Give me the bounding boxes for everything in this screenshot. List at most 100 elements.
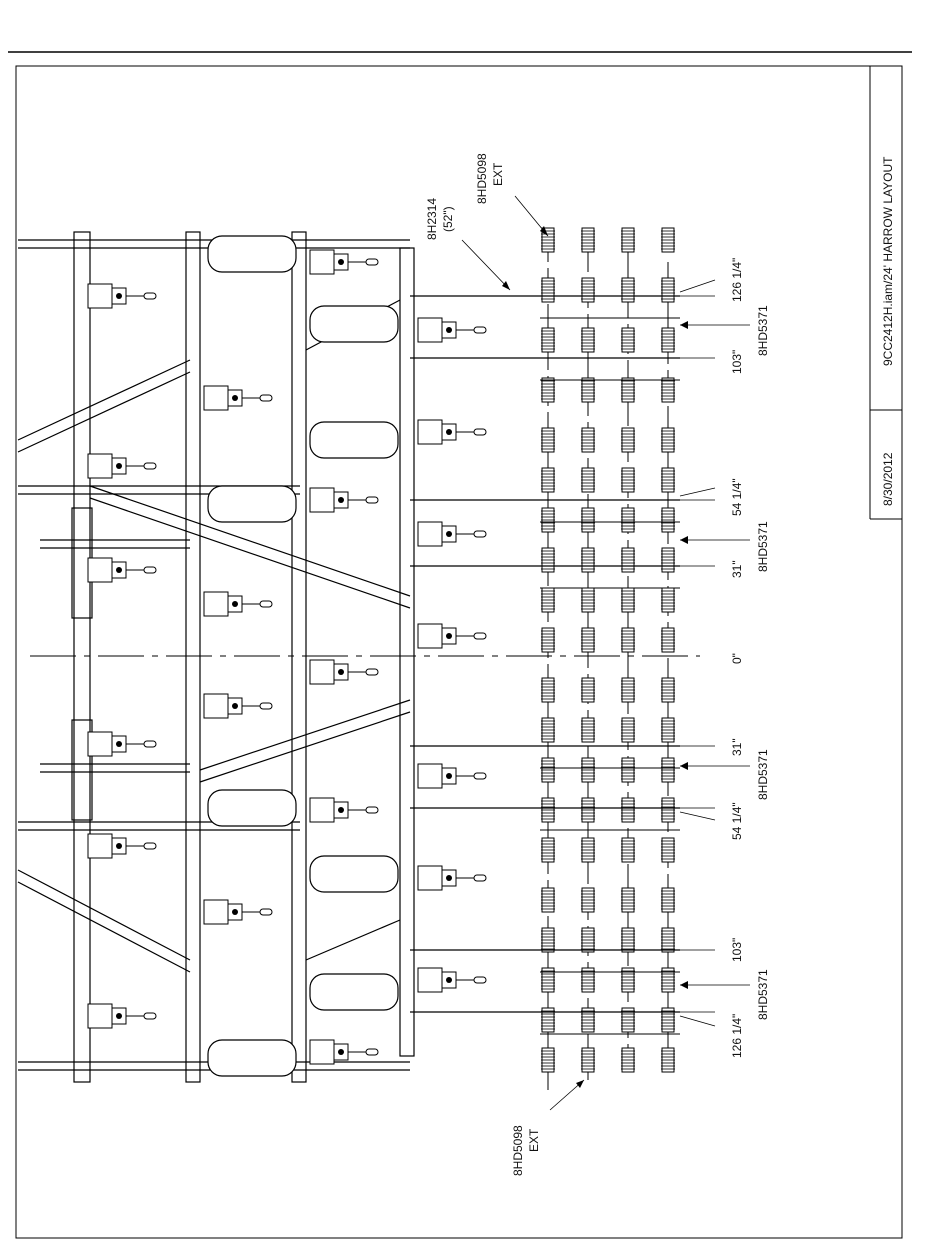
harrow-tine	[661, 328, 675, 352]
tine-size-top: (52")	[441, 206, 455, 232]
harrow-tine	[581, 928, 595, 952]
harrow-tine	[541, 838, 555, 862]
harrow-tine	[621, 1048, 635, 1072]
dimension-31-bottom: 31"	[730, 738, 744, 756]
wheel-2	[310, 306, 398, 342]
harrow-tine	[581, 228, 595, 252]
harrow-tine	[621, 718, 635, 742]
harrow-tine	[621, 548, 635, 572]
shank-unit	[88, 454, 156, 478]
harrow-tine	[541, 888, 555, 912]
shank-unit	[310, 798, 378, 822]
harrow-tine	[621, 278, 635, 302]
harrow-tine	[581, 798, 595, 822]
harrow-tine	[661, 798, 675, 822]
shank-unit	[88, 1004, 156, 1028]
leader-arrowheads	[502, 226, 688, 1088]
harrow-tine	[541, 548, 555, 572]
harrow-tine	[541, 328, 555, 352]
dimension-126-bottom: 126 1/4"	[730, 1014, 744, 1058]
harrow-tine	[541, 278, 555, 302]
harrow-tine	[581, 378, 595, 402]
shank-unit	[88, 732, 156, 756]
harrow-tine	[661, 1048, 675, 1072]
shank-unit	[418, 968, 486, 992]
harrow-tine	[661, 508, 675, 532]
harrow-tine	[621, 678, 635, 702]
harrow-tine	[541, 628, 555, 652]
harrow-tine	[621, 378, 635, 402]
part-ext-top: 8HD5098	[475, 153, 489, 204]
wheel-5	[208, 790, 296, 826]
harrow-tine	[581, 548, 595, 572]
harrow-tine	[661, 468, 675, 492]
harrow-tine	[541, 678, 555, 702]
harrow-tine	[581, 758, 595, 782]
harrow-tine	[661, 378, 675, 402]
ext-bottom: EXT	[527, 1128, 541, 1152]
shank-unit	[204, 592, 272, 616]
harrow-tine	[661, 628, 675, 652]
harrow-tine	[621, 758, 635, 782]
harrow-tine	[581, 678, 595, 702]
dimension-zero: 0"	[730, 653, 744, 664]
ext-top: EXT	[491, 162, 505, 186]
shank-units	[88, 250, 486, 1064]
shank-unit	[310, 488, 378, 512]
wheel-6	[310, 856, 398, 892]
harrow-tine	[661, 888, 675, 912]
harrow-tine	[541, 508, 555, 532]
harrow-tine	[661, 928, 675, 952]
harrow-tine	[621, 928, 635, 952]
harrow-tine	[581, 428, 595, 452]
harrow-tine	[661, 678, 675, 702]
part-arm-1: 8HD5371	[756, 305, 770, 356]
harrow-tine	[621, 838, 635, 862]
harrow-tine	[541, 718, 555, 742]
shank-unit	[88, 558, 156, 582]
harrow-section	[410, 228, 680, 1090]
dimension-54-bottom: 54 1/4"	[730, 802, 744, 840]
drawing-date: 8/30/2012	[881, 452, 895, 506]
shank-unit	[204, 386, 272, 410]
harrow-tine	[541, 1048, 555, 1072]
shank-unit	[418, 522, 486, 546]
shank-unit	[418, 624, 486, 648]
harrow-tine	[581, 588, 595, 612]
shank-unit	[310, 1040, 378, 1064]
harrow-tine	[541, 928, 555, 952]
harrow-tine	[661, 588, 675, 612]
harrow-tine	[621, 798, 635, 822]
harrow-tine	[541, 428, 555, 452]
shank-unit	[310, 660, 378, 684]
harrow-tine	[621, 468, 635, 492]
shank-unit	[418, 764, 486, 788]
harrow-tine	[621, 588, 635, 612]
harrow-tine	[621, 628, 635, 652]
shank-unit	[418, 866, 486, 890]
harrow-tine	[541, 798, 555, 822]
shank-unit	[204, 694, 272, 718]
harrow-tine	[581, 468, 595, 492]
wheel-3	[310, 422, 398, 458]
harrow-tine	[661, 428, 675, 452]
part-ext-bottom: 8HD5098	[511, 1125, 525, 1176]
wheel-8	[208, 1040, 296, 1076]
dimension-103-top: 103"	[730, 350, 744, 374]
cultivator-frame	[18, 232, 414, 1082]
wheel-4	[208, 486, 296, 522]
harrow-tine	[661, 228, 675, 252]
harrow-tine	[541, 468, 555, 492]
part-arm-4: 8HD5371	[756, 969, 770, 1020]
drawing-name: 9CC2412H.iam/24' HARROW LAYOUT	[881, 156, 895, 366]
shank-unit	[204, 900, 272, 924]
harrow-tine	[581, 508, 595, 532]
harrow-tine	[581, 1048, 595, 1072]
dimension-31-top: 31"	[730, 560, 744, 578]
wheel-1	[208, 236, 296, 272]
dimension-54-top: 54 1/4"	[730, 478, 744, 516]
harrow-tine	[661, 838, 675, 862]
harrow-tine	[621, 228, 635, 252]
harrow-tine	[621, 508, 635, 532]
harrow-tine	[621, 428, 635, 452]
